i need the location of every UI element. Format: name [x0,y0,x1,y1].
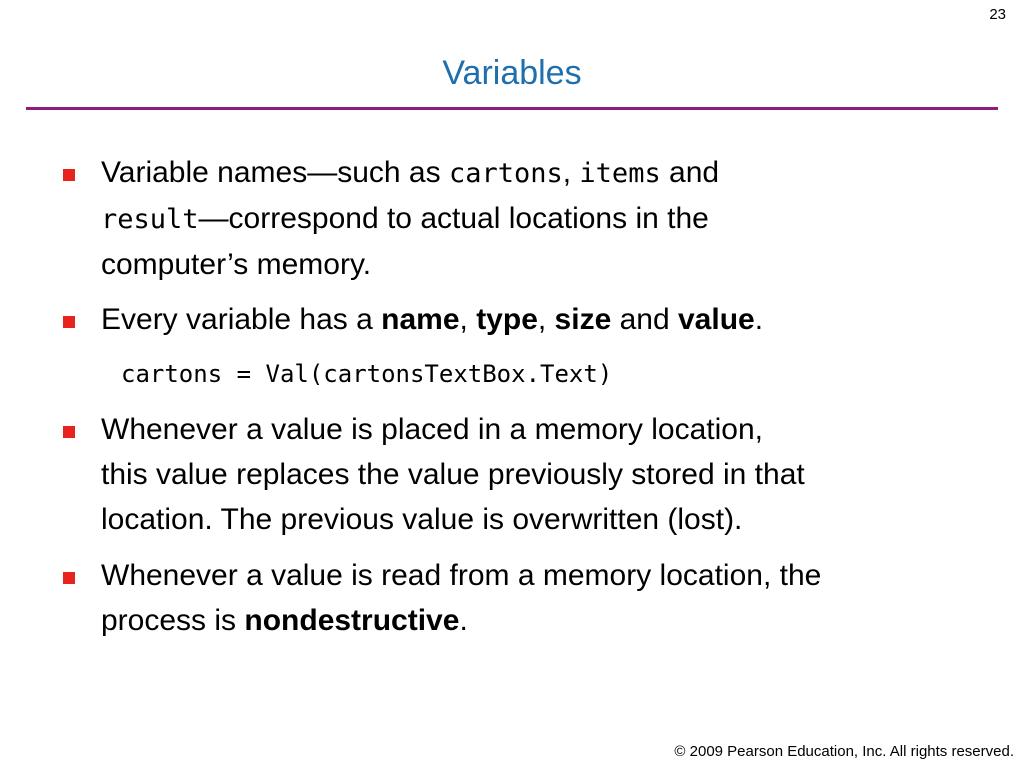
text-run: . [459,604,468,637]
text-run: . [754,303,764,336]
text-run: process is [101,604,245,637]
text-line: process is nondestructive. [101,598,1001,643]
text-run: Every variable has a [101,303,382,336]
text-run: , [537,303,555,336]
title-divider [26,107,998,110]
code-run: items [579,158,661,189]
bullet-text: Variable names—such as cartons, items an… [101,150,1001,287]
keyword-type: type [476,303,538,336]
slide-title: Variables [442,54,582,92]
code-run: cartons [448,158,563,189]
keyword-value: value [678,303,755,336]
bullet-square-icon [63,316,75,328]
bullet-text: Every variable has a name, type, size an… [101,297,1001,342]
code-example: cartons = Val(cartonsTextBox.Text) [121,360,613,388]
copyright-footer: © 2009 Pearson Education, Inc. All right… [674,743,1014,760]
bullet-text: Whenever a value is placed in a memory l… [101,407,1001,542]
keyword-nondestructive: nondestructive [244,604,460,637]
text-line: Every variable has a name, type, size an… [101,297,1001,342]
text-line: computer’s memory. [101,248,372,281]
text-run: , [562,156,580,189]
text-run: and [611,303,678,336]
text-line: location. The previous value is overwrit… [101,503,743,536]
bullet-square-icon [63,426,75,438]
code-run: result [101,204,199,235]
text-run: , [459,303,477,336]
page-number: 23 [989,6,1006,23]
text-line: Variable names—such as cartons, items an… [101,150,1001,196]
text-run: —correspond to actual locations in the [198,202,709,235]
text-line: this value replaces the value previously… [101,458,805,491]
text-run: and [660,156,720,189]
text-line: Whenever a value is placed in a memory l… [101,413,763,446]
keyword-size: size [554,303,612,336]
bullet-square-icon [63,169,75,181]
keyword-name: name [381,303,460,336]
text-line: Whenever a value is read from a memory l… [101,559,822,592]
text-run: Variable names—such as [101,156,449,189]
text-line: result—correspond to actual locations in… [101,196,1001,242]
bullet-square-icon [63,572,75,584]
bullet-text: Whenever a value is read from a memory l… [101,553,1001,643]
